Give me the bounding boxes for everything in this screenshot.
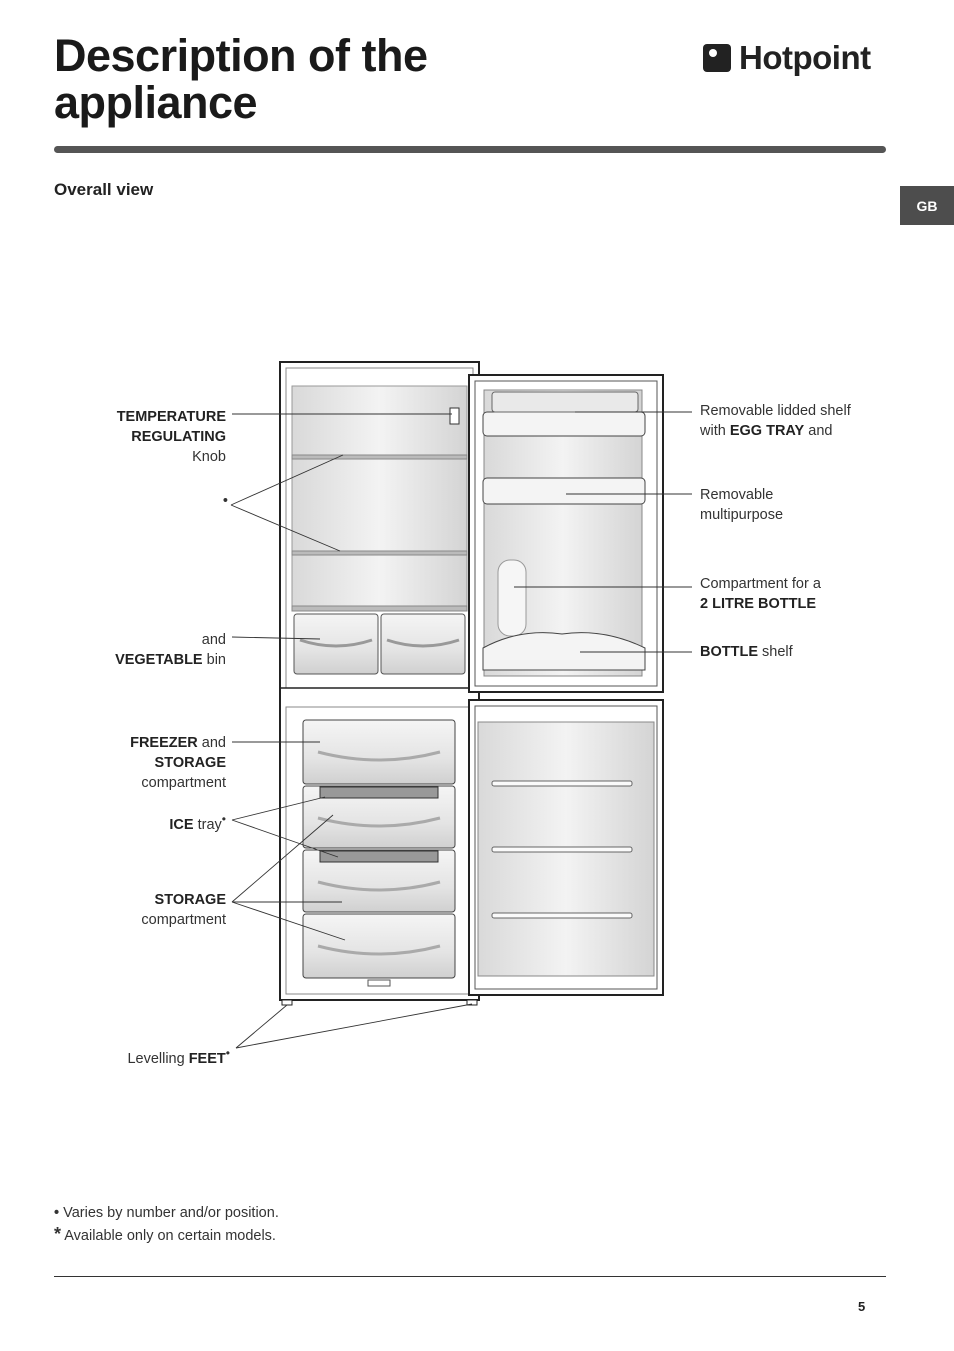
label-feet-pre: Levelling bbox=[127, 1050, 189, 1067]
label-vegetable-bin: and VEGETABLE bin bbox=[70, 630, 226, 670]
brand-logo: Hotpoint bbox=[703, 39, 871, 76]
label-ice-bullet: • bbox=[221, 812, 226, 826]
leader-lines bbox=[230, 411, 692, 1049]
label-storage2-bold: STORAGE bbox=[154, 892, 226, 908]
footnote-star-mark: * bbox=[54, 1224, 62, 1244]
vegetable-bins bbox=[293, 613, 466, 675]
label-veg-rest: bin bbox=[202, 652, 226, 668]
label-multi-line1: Removable bbox=[700, 487, 774, 503]
language-tab: GB bbox=[900, 186, 954, 225]
label-egg-bold: EGG TRAY bbox=[729, 423, 805, 439]
label-compartment2: compartment bbox=[141, 912, 226, 928]
multipurpose-shelf bbox=[482, 477, 646, 505]
label-storage-compartment: STORAGE compartment bbox=[70, 890, 226, 930]
fridge-interior bbox=[291, 385, 468, 612]
label-egg-line1: Removable lidded shelf bbox=[700, 403, 851, 419]
label-freezer-bold: FREEZER bbox=[130, 735, 198, 751]
page-number: 5 bbox=[858, 1299, 866, 1314]
label-bottle-bold: BOTTLE bbox=[700, 644, 758, 660]
footnote-bullet-mark: • bbox=[54, 1205, 60, 1221]
label-bottlec-bold: 2 LITRE BOTTLE bbox=[700, 596, 816, 612]
page-title-line1: Description of the bbox=[54, 30, 428, 81]
label-egg-pre: with bbox=[700, 423, 730, 439]
footnote-varies: • Varies by number and/or position. bbox=[54, 1205, 279, 1221]
footnote-available: * Available only on certain models. bbox=[54, 1224, 276, 1245]
brand-name: Hotpoint bbox=[739, 39, 871, 76]
label-ice-tray: ICE tray• bbox=[70, 809, 226, 835]
label-multi-line2: multipurpose bbox=[700, 507, 784, 523]
freezer-drawers bbox=[302, 719, 456, 979]
label-bottle-compartment: Compartment for a 2 LITRE BOTTLE bbox=[700, 574, 900, 614]
label-freezer-storage: FREEZER and STORAGE compartment bbox=[70, 733, 226, 793]
label-egg-post: and bbox=[804, 423, 833, 439]
page-title-line2: appliance bbox=[54, 77, 258, 128]
label-compartment: compartment bbox=[141, 775, 226, 791]
label-ice-bold: ICE bbox=[169, 816, 194, 833]
label-bottle-rest: shelf bbox=[758, 644, 793, 660]
header-divider bbox=[54, 146, 886, 153]
label-temp-line3: Knob bbox=[192, 449, 226, 465]
label-feet-bold: FEET bbox=[188, 1050, 226, 1067]
bottle-holder bbox=[497, 559, 527, 637]
label-bottle-shelf: BOTTLE shelf bbox=[700, 642, 900, 662]
label-storage-bold: STORAGE bbox=[154, 755, 226, 771]
footnote-star-text: Available only on certain models. bbox=[61, 1228, 276, 1244]
temperature-knob bbox=[449, 407, 460, 425]
section-title: Overall view bbox=[54, 180, 154, 199]
page-title: Description of the appliance bbox=[54, 32, 428, 126]
label-levelling-feet: Levelling FEET• bbox=[70, 1043, 230, 1069]
label-veg-and: and bbox=[201, 632, 226, 648]
fridge-door bbox=[468, 374, 664, 693]
hotpoint-logo-icon bbox=[703, 44, 731, 72]
label-multipurpose-shelf: Removable multipurpose bbox=[700, 485, 900, 525]
label-veg-bold: VEGETABLE bbox=[115, 652, 203, 668]
label-bottlec-line1: Compartment for a bbox=[700, 576, 821, 592]
label-ice-rest: tray bbox=[193, 816, 222, 833]
label-shelves-bullet: • bbox=[222, 493, 228, 509]
label-temp-line1: TEMPERATURE bbox=[116, 409, 226, 425]
label-temp-line2: REGULATING bbox=[131, 429, 226, 445]
label-freezer-and: and bbox=[197, 735, 226, 751]
footer-divider bbox=[54, 1276, 886, 1277]
freezer-door bbox=[468, 699, 664, 996]
label-feet-bullet: • bbox=[225, 1046, 230, 1060]
footnote-bullet-text: Varies by number and/or position. bbox=[59, 1205, 279, 1221]
label-temperature-knob: TEMPERATURE REGULATING Knob bbox=[70, 407, 226, 467]
bottle-shelf bbox=[482, 632, 646, 671]
label-egg-tray-shelf: Removable lidded shelf with EGG TRAY and bbox=[700, 401, 900, 441]
egg-tray-shelf bbox=[482, 411, 646, 437]
